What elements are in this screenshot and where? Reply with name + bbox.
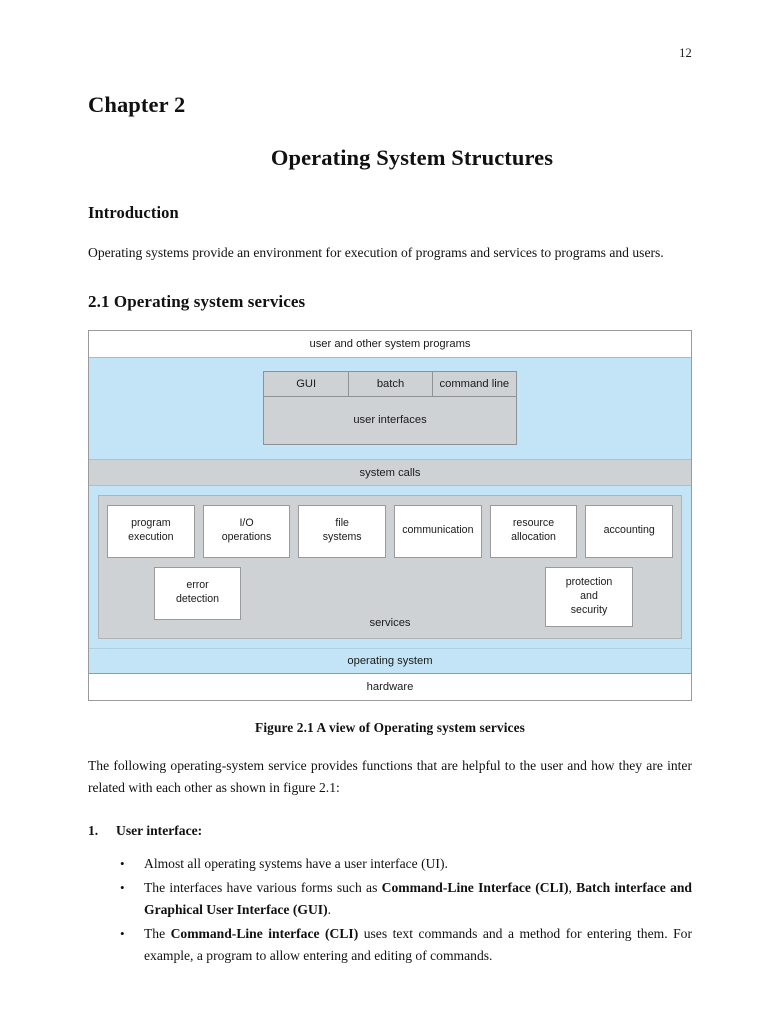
chapter-heading: Chapter 2 (88, 92, 186, 117)
section-heading-2-1: 2.1 Operating system services (88, 291, 306, 311)
band-operating-system: operating system (89, 647, 691, 674)
bullet-icon: • (120, 855, 125, 871)
page-content: Chapter 2 Operating System Structures In… (88, 92, 692, 969)
interface-cell-command-line: command line (439, 377, 510, 390)
list-item-user-interface: 1. User interface: (88, 823, 692, 839)
list-item-title: User interface: (116, 822, 203, 838)
intro-paragraph: Operating systems provide an environment… (88, 244, 664, 260)
bullet-text: Almost all operating systems have a user… (144, 855, 448, 871)
page-title: Operating System Structures (270, 144, 554, 170)
interface-cell-gui: GUI (264, 371, 350, 396)
user-interfaces-label: user interfaces (353, 413, 427, 426)
services-label: services (369, 616, 411, 629)
bullet-icon: • (120, 879, 125, 895)
list-item: • The Command-Line interface (CLI) uses … (88, 923, 692, 967)
user-interfaces-row: GUI batch command line (264, 371, 516, 397)
band-system-calls: system calls (89, 458, 691, 486)
list-number: 1. (88, 822, 99, 838)
bullet-icon: • (120, 925, 125, 941)
user-interfaces-region: GUI batch command line user interfaces (89, 357, 691, 459)
band-hardware: hardware (89, 673, 691, 700)
bullet-text: The interfaces have various forms such a… (144, 879, 692, 917)
user-interfaces-block: GUI batch command line user interfaces (263, 370, 517, 445)
bullet-text: The Command-Line interface (CLI) uses te… (144, 925, 692, 963)
list-item: • Almost all operating systems have a us… (88, 853, 692, 875)
service-box-accounting: accounting (585, 504, 674, 558)
after-figure-paragraph: The following operating-system service p… (88, 757, 692, 795)
page-number: 12 (679, 46, 692, 60)
introduction-heading: Introduction (88, 202, 179, 222)
band-user-programs: user and other system programs (89, 330, 691, 358)
figure-caption: Figure 2.1 A view of Operating system se… (255, 719, 525, 735)
list-item: • The interfaces have various forms such… (88, 877, 692, 921)
service-box-communication: communication (394, 504, 482, 558)
bullet-list: • Almost all operating systems have a us… (88, 853, 692, 967)
figure-os-services: user and other system programs GUI batch… (88, 329, 692, 701)
interface-cell-batch: batch (349, 371, 433, 396)
